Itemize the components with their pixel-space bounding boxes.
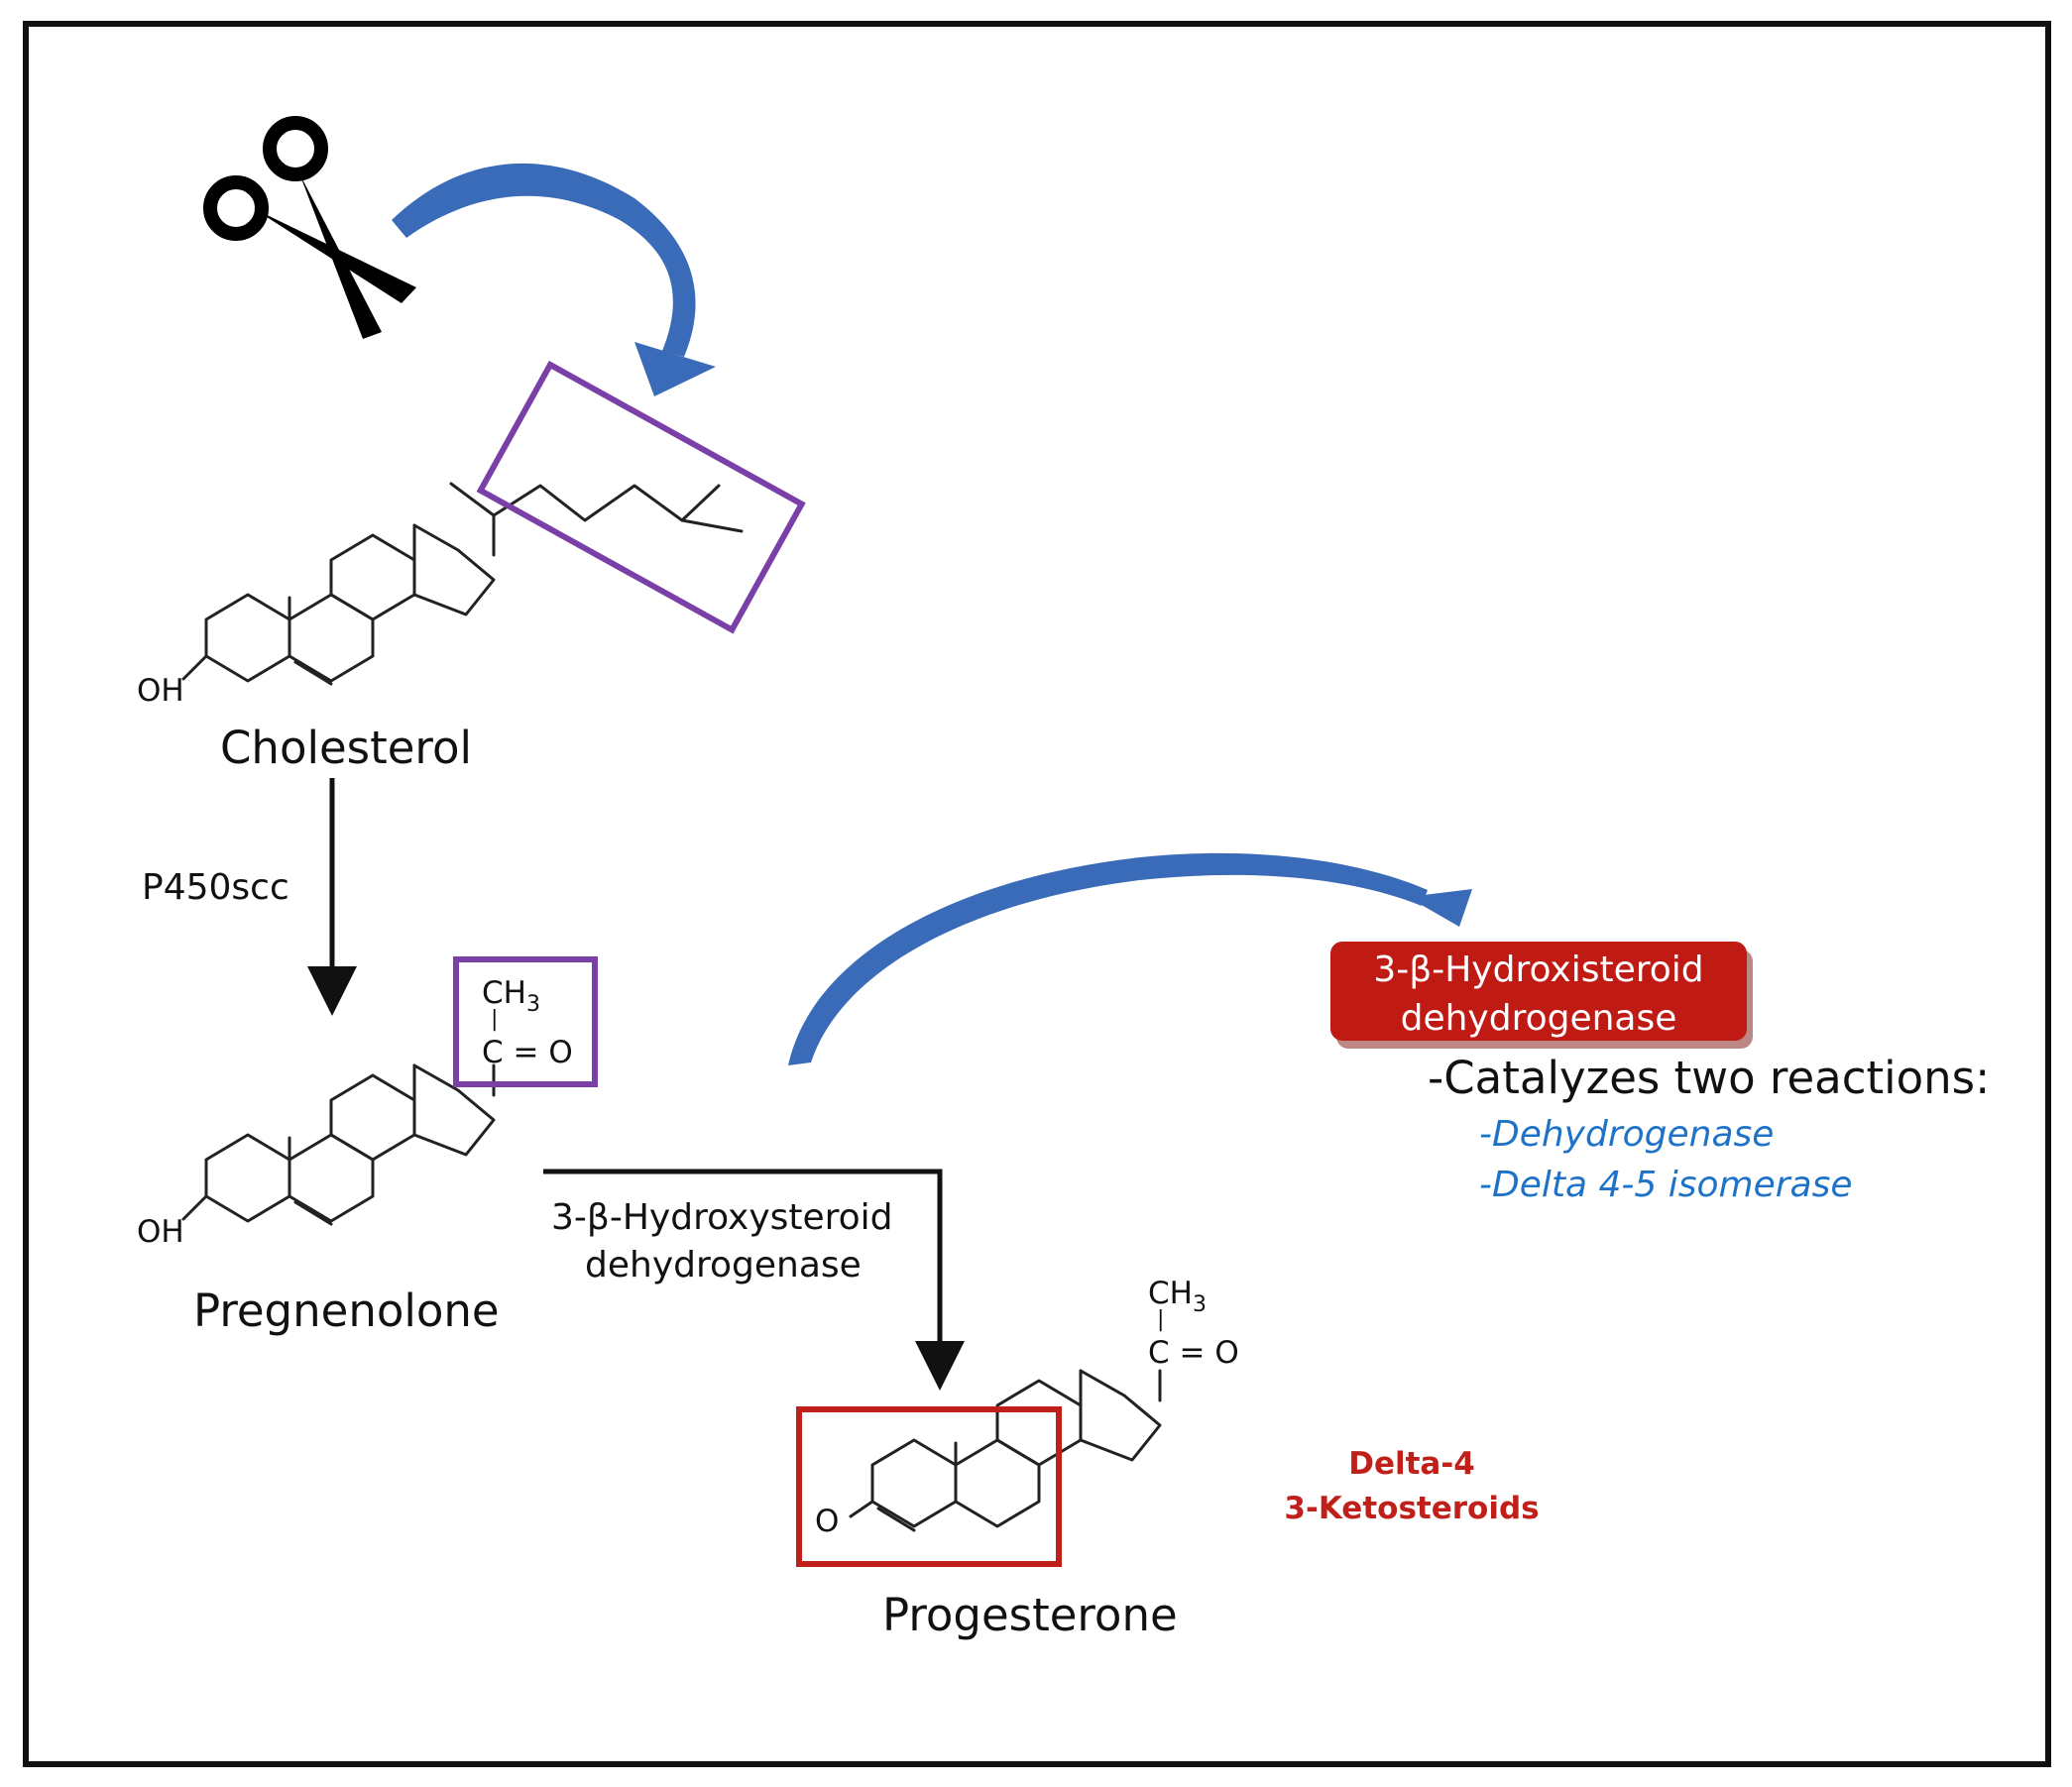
keto-label-line2: 3-Ketosteroids bbox=[1284, 1491, 1539, 1526]
pregnenolone-tick: | bbox=[491, 1007, 498, 1032]
cholesterol-oh-label: OH bbox=[137, 673, 184, 709]
catalyzes-heading: -Catalyzes two reactions: bbox=[1428, 1052, 1990, 1104]
pregnenolone-ch3-label: CH3 bbox=[482, 975, 540, 1017]
progesterone-tick: | bbox=[1157, 1307, 1164, 1332]
cholesterol-structure bbox=[181, 482, 744, 686]
blue-arrow-enzyme bbox=[788, 852, 1472, 1065]
keto-label-line1: Delta-4 bbox=[1348, 1446, 1475, 1482]
acetyl-highlight-box bbox=[453, 956, 598, 1087]
progesterone-o-label: O bbox=[815, 1504, 839, 1539]
step2-enzyme-line1: 3-β-Hydroxysteroid bbox=[551, 1197, 893, 1238]
keto-highlight-box bbox=[796, 1406, 1062, 1567]
progesterone-structure bbox=[849, 1369, 1162, 1532]
pregnenolone-name: Pregnenolone bbox=[193, 1284, 500, 1337]
step2-enzyme-line2: dehydrogenase bbox=[585, 1245, 862, 1285]
reaction-dehydrogenase: -Dehydrogenase bbox=[1479, 1114, 1774, 1155]
progesterone-ch3-label: CH3 bbox=[1148, 1276, 1207, 1317]
step2-arrow bbox=[543, 1169, 965, 1391]
cholesterol-name: Cholesterol bbox=[220, 722, 472, 774]
step1-enzyme-label: P450scc bbox=[142, 867, 289, 908]
pregnenolone-structure bbox=[181, 1063, 496, 1226]
blue-arrow-cleavage bbox=[392, 163, 716, 396]
progesterone-name: Progesterone bbox=[882, 1589, 1178, 1641]
enzyme-badge-line1: 3-β-Hydroxisteroid bbox=[1373, 949, 1703, 990]
enzyme-badge-line2: dehydrogenase bbox=[1401, 998, 1677, 1039]
enzyme-badge bbox=[1330, 942, 1747, 1041]
pregnenolone-oh-label: OH bbox=[137, 1214, 184, 1250]
outer-frame bbox=[23, 21, 2051, 1767]
side-chain-highlight-box bbox=[476, 360, 806, 634]
pregnenolone-co-label: C = O bbox=[482, 1035, 573, 1070]
progesterone-co-label: C = O bbox=[1148, 1335, 1239, 1371]
scissors-icon bbox=[203, 116, 416, 339]
reaction-isomerase: -Delta 4-5 isomerase bbox=[1479, 1165, 1853, 1205]
